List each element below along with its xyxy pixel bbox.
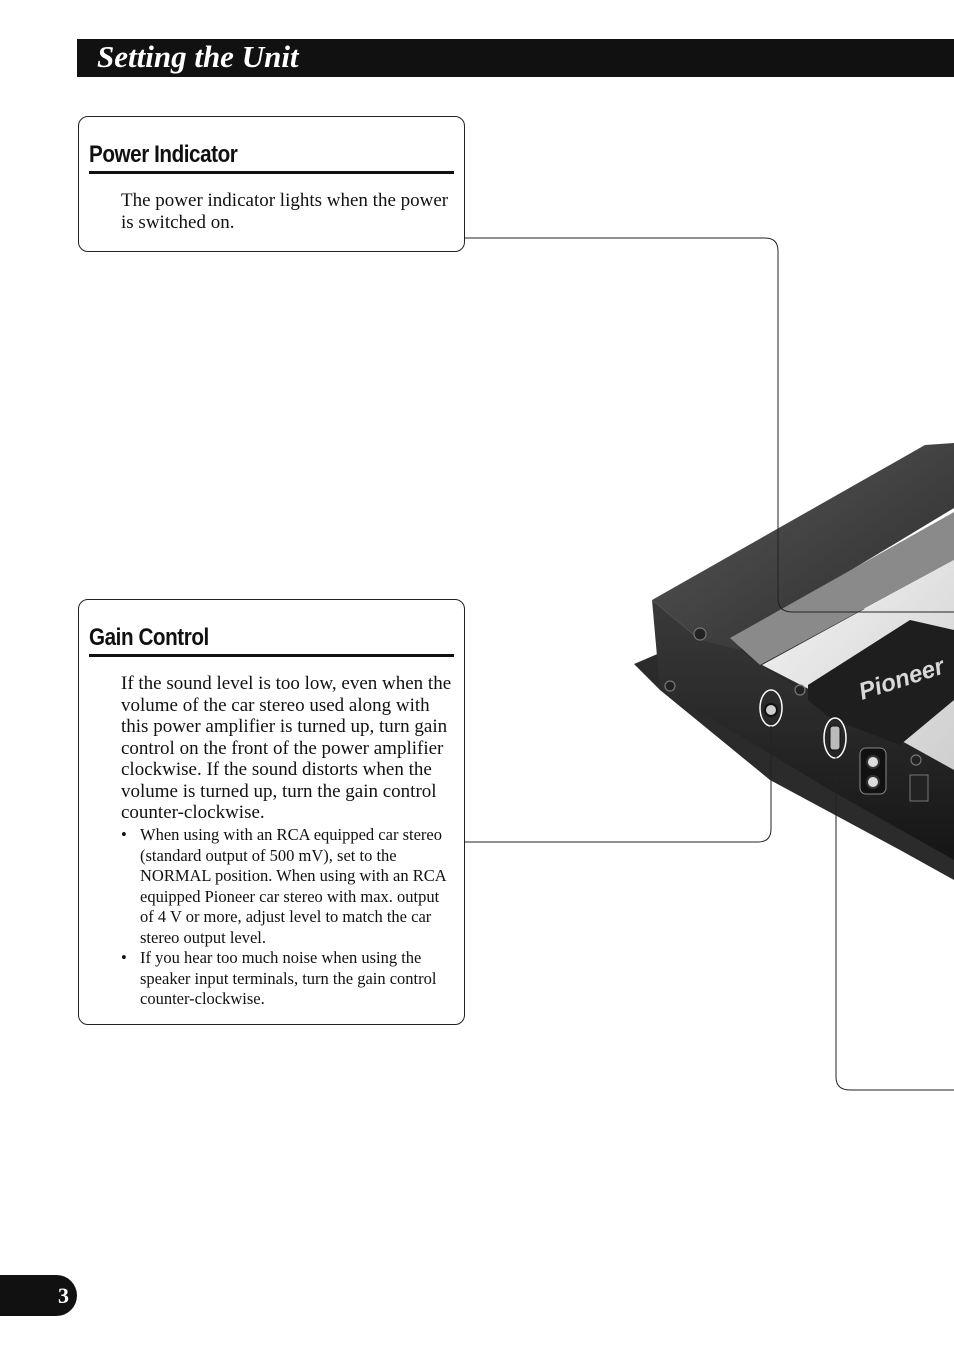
gain-control-highlight	[823, 717, 847, 759]
screw-icon	[794, 684, 806, 696]
amp-brand-plate	[808, 620, 954, 745]
list-item: When using with an RCA equipped car ster…	[121, 825, 456, 948]
power-indicator-heading: Power Indicator	[89, 141, 454, 174]
amp-heatsink-top	[652, 443, 954, 650]
section-title-bar: Setting the Unit	[77, 39, 954, 77]
screw-icon	[693, 627, 707, 641]
power-indicator-box: Power Indicator The power indicator ligh…	[78, 116, 465, 252]
gain-control-notes: When using with an RCA equipped car ster…	[121, 825, 456, 1010]
speaker-input-leader-line	[835, 756, 954, 1091]
amp-speaker-input-connector	[909, 774, 929, 802]
amp-front-face	[652, 600, 954, 860]
gain-control-heading: Gain Control	[89, 624, 454, 657]
power-indicator-lamp	[764, 703, 778, 717]
power-indicator-leader-line	[465, 237, 954, 613]
page-number-tab: 3	[0, 1275, 77, 1316]
amp-heatsink-ridge	[730, 512, 954, 665]
page-number: 3	[58, 1283, 69, 1308]
power-indicator-text: The power indicator lights when the powe…	[121, 190, 449, 233]
rca-jack-left	[866, 755, 880, 769]
list-item: If you hear too much noise when using th…	[121, 948, 456, 1010]
gain-control-knob	[829, 725, 841, 751]
gain-control-leader-line	[465, 726, 772, 843]
rca-jack-right	[866, 775, 880, 789]
screw-icon	[664, 680, 676, 692]
screw-icon	[910, 754, 922, 766]
gain-control-text: If the sound level is too low, even when…	[121, 673, 452, 823]
page-title: Setting the Unit	[97, 39, 299, 74]
gain-control-box: Gain Control If the sound level is too l…	[78, 599, 465, 1025]
